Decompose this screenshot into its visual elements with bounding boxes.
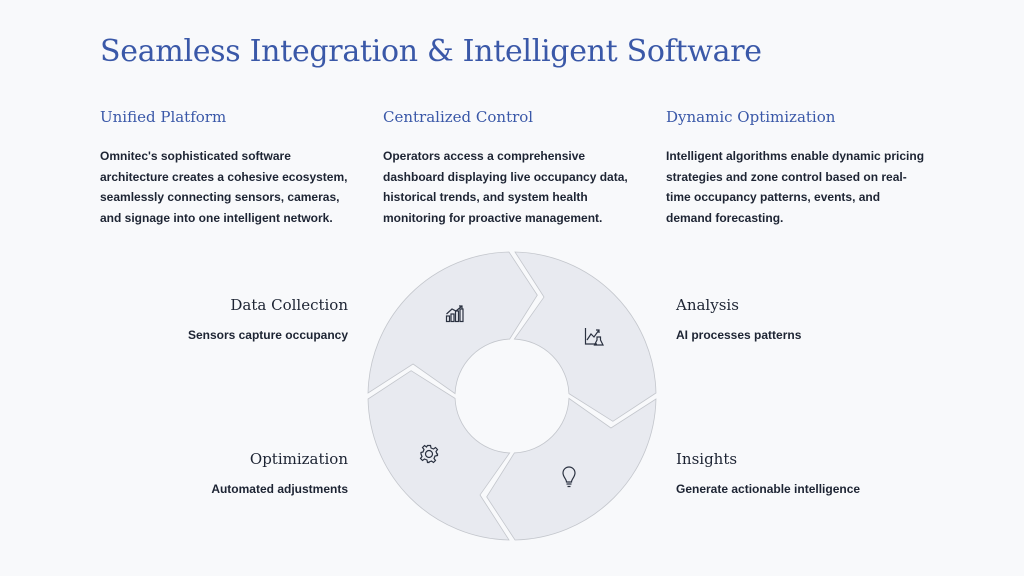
gear-icon: [419, 444, 439, 464]
cycle-step-analysis: Analysis AI processes patterns: [676, 296, 936, 342]
page-title: Seamless Integration & Intelligent Softw…: [100, 34, 762, 69]
column-centralized-control: Centralized Control Operators access a c…: [383, 108, 643, 228]
column-heading: Unified Platform: [100, 108, 227, 126]
step-desc: Generate actionable intelligence: [676, 482, 861, 496]
cycle-step-data-collection: Data Collection Sensors capture occupanc…: [88, 296, 348, 342]
cycle-step-insights: Insights Generate actionable intelligenc…: [676, 450, 936, 496]
column-heading: Centralized Control: [383, 108, 534, 126]
chart-flask-icon: [584, 328, 604, 346]
step-label: Analysis: [676, 296, 739, 314]
column-heading: Dynamic Optimization: [666, 108, 836, 126]
column-dynamic-optimization: Dynamic Optimization Intelligent algorit…: [666, 108, 926, 228]
bar-chart-growth-icon: [445, 305, 464, 323]
step-label: Data Collection: [230, 296, 348, 314]
lightbulb-icon: [562, 466, 576, 488]
column-body: Intelligent algorithms enable dynamic pr…: [666, 149, 925, 225]
column-body: Omnitec's sophisticated software archite…: [100, 149, 348, 225]
step-desc: AI processes patterns: [676, 328, 802, 342]
column-unified-platform: Unified Platform Omnitec's sophisticated…: [100, 108, 360, 228]
segment-insights: [486, 397, 657, 541]
column-body: Operators access a comprehensive dashboa…: [383, 149, 628, 225]
step-desc: Sensors capture occupancy: [187, 328, 348, 342]
segment-data-collection: [367, 251, 538, 395]
step-desc: Automated adjustments: [211, 482, 348, 496]
step-label: Optimization: [249, 450, 348, 468]
cycle-step-optimization: Optimization Automated adjustments: [88, 450, 348, 496]
step-label: Insights: [676, 450, 738, 468]
segment-optimization: [367, 370, 511, 541]
